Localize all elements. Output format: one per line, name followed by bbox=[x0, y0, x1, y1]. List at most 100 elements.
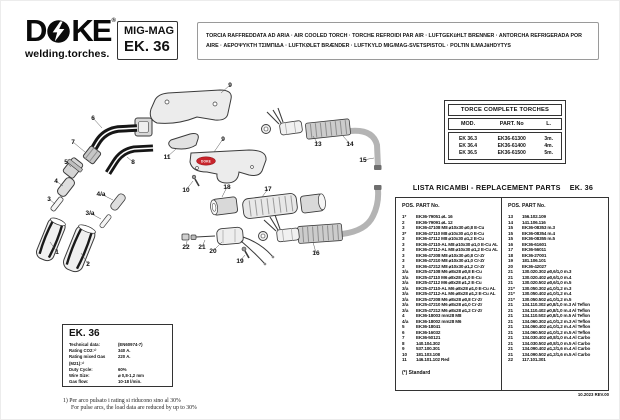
footnote-line-2: For pulse arcs, the load data are reduce… bbox=[71, 405, 197, 411]
part-cable-assembly-bottom bbox=[258, 185, 382, 244]
parts-list-title-text: LISTA RICAMBI - REPLACEMENT PARTS bbox=[412, 183, 561, 192]
pos-header: POS. bbox=[402, 203, 415, 209]
part-connector-22 bbox=[181, 233, 190, 241]
part-swan-neck-8 bbox=[105, 144, 154, 175]
part-top-shell bbox=[149, 89, 232, 124]
callout-leader-9 bbox=[220, 84, 231, 94]
callout-leader-11 bbox=[166, 148, 177, 158]
partno-header: PART No. bbox=[522, 203, 546, 209]
description-box: TORCIA RAFFREDDATA AD ARIA · AIR COOLED … bbox=[197, 22, 599, 60]
callout-leader-9 bbox=[213, 138, 224, 153]
callout-leader-14 bbox=[342, 135, 351, 145]
tech-spec-row: Technical data:(EN60974-7) bbox=[69, 342, 143, 347]
description-line-2: AIRE · ΑΕΡΟΨΥΚΤΗ ΤΣΙΜΠΙΔΑ · LUFTKØLET BR… bbox=[206, 42, 511, 49]
logo-letter-d: D bbox=[25, 13, 47, 48]
callout-leader-3/a bbox=[89, 212, 102, 220]
footnote-line-1: 1) Per arco pulsato i rating si riducono… bbox=[63, 398, 181, 404]
parts-list-title-model: EK. 36 bbox=[569, 183, 594, 192]
callout-leader-20 bbox=[212, 241, 223, 252]
tech-spec-row: Wire Size:⌀ 0,8-1,2 mm bbox=[69, 373, 144, 379]
callout-leader-1 bbox=[49, 241, 58, 253]
part-rear-handle-17 bbox=[242, 193, 298, 219]
part-rear-ring bbox=[300, 193, 326, 214]
callout-leader-10 bbox=[185, 180, 194, 191]
part-row: 1*EK36-79051 ⌀L 16 bbox=[402, 214, 453, 219]
parts-left-header: POS. PART No. bbox=[402, 203, 499, 209]
callout-10: 10 bbox=[182, 187, 190, 194]
part-trigger bbox=[168, 133, 199, 150]
callout-9: 9 bbox=[221, 136, 225, 143]
partno-header: PART No. bbox=[416, 203, 440, 209]
part-neck-nut-7 bbox=[82, 145, 102, 165]
part-tip-holder-4a bbox=[110, 193, 126, 211]
callout-leader-8 bbox=[126, 156, 134, 163]
callout-leader-13 bbox=[312, 135, 319, 145]
part-contact-tip-3a bbox=[99, 214, 112, 229]
callout-leader-3 bbox=[48, 198, 56, 205]
part-contact-tip-3 bbox=[50, 196, 64, 212]
tech-spec-row: Rating mixed Gas (M21):¹⁾220 A. bbox=[69, 354, 131, 366]
part-row: 21*130.050.302 ⌀1,0/1,2 m.3 bbox=[508, 285, 572, 291]
callout-7: 7 bbox=[71, 139, 75, 146]
technical-data-rows: Technical data:(EN60974-7)Rating CO2:¹⁾3… bbox=[69, 342, 166, 385]
callout-leader-5 bbox=[65, 161, 72, 168]
callout-leader-22 bbox=[185, 240, 188, 248]
description-line-1: TORCIA RAFFREDDATA AD ARIA · AIR COOLED … bbox=[206, 33, 582, 40]
callout-6: 6 bbox=[91, 115, 95, 122]
technical-data-box: EK. 36 Technical data:(EN60974-7)Rating … bbox=[62, 324, 173, 387]
callout-8: 8 bbox=[131, 159, 135, 166]
part-diffuser-5 bbox=[62, 157, 84, 179]
lightning-bolt-icon bbox=[47, 19, 71, 43]
callout-3/a: 3/a bbox=[85, 210, 94, 217]
part-ring-nut-18 bbox=[210, 196, 238, 216]
callout-leader-21 bbox=[201, 239, 206, 248]
callout-14: 14 bbox=[346, 141, 354, 148]
callout-leader-18 bbox=[221, 186, 228, 198]
callout-22: 22 bbox=[182, 244, 190, 251]
callout-4: 4 bbox=[54, 178, 58, 185]
part-nozzle-2 bbox=[63, 224, 96, 273]
callout-leader-6 bbox=[92, 117, 103, 129]
callout-leader-17 bbox=[261, 188, 269, 198]
model-name: EK. 36 bbox=[124, 38, 170, 55]
callout-13: 13 bbox=[314, 141, 322, 148]
callout-leader-19 bbox=[239, 254, 246, 262]
footnote: 1) Per arco pulsato i rating si riducono… bbox=[63, 398, 197, 412]
callout-leader-4 bbox=[55, 180, 64, 187]
